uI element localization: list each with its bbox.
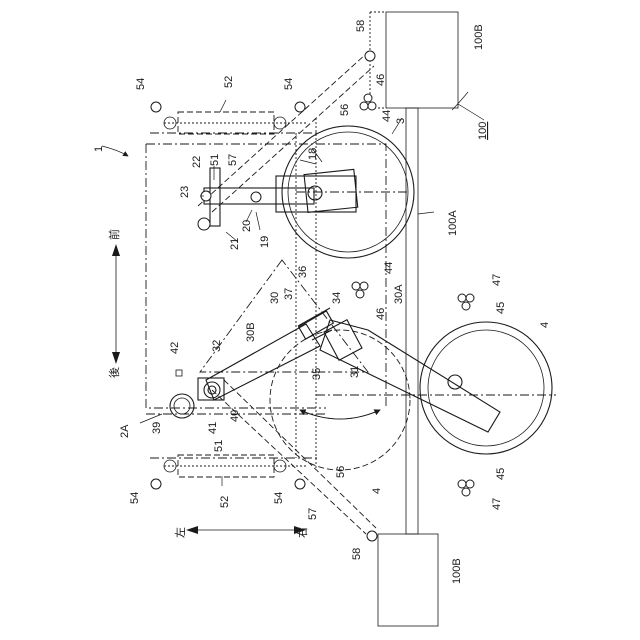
- label-3: 3: [395, 118, 407, 124]
- triangle-guide: [200, 260, 368, 372]
- label-4-right: 4: [539, 322, 551, 328]
- label-45-bottom: 45: [495, 468, 507, 480]
- wheel-3: [276, 126, 414, 258]
- arm-57-bottom: [212, 380, 377, 541]
- label-100B-bottom: 100B: [451, 558, 463, 584]
- label-44-top: 44: [381, 110, 393, 122]
- label-19: 19: [259, 236, 271, 248]
- lever-30A: [320, 320, 500, 432]
- label-57-bottom: 57: [307, 508, 319, 520]
- label-58-top: 58: [355, 20, 367, 32]
- label-54-c: 54: [129, 492, 141, 504]
- label-47-top: 47: [491, 274, 503, 286]
- label-2A: 2A: [119, 424, 131, 438]
- label-54-a: 54: [135, 78, 147, 90]
- rail-100A: [406, 108, 418, 534]
- label-51-top: 51: [209, 154, 221, 166]
- label-44-mid: 44: [383, 262, 395, 274]
- direction-right: 右: [295, 527, 309, 538]
- ball-cluster: [352, 94, 474, 496]
- label-58-bottom: 58: [351, 548, 363, 560]
- direction-left: 左: [174, 527, 187, 538]
- label-37: 37: [283, 288, 295, 300]
- lever-30B: [198, 308, 333, 400]
- track-52-top: [164, 112, 308, 134]
- label-45-top: 45: [495, 302, 507, 314]
- label-56-top: 56: [339, 104, 351, 116]
- label-41: 41: [207, 422, 219, 434]
- label-54-d: 54: [273, 492, 285, 504]
- label-30B: 30B: [245, 322, 257, 342]
- label-4-center: 4: [371, 488, 383, 494]
- label-1: 1: [93, 146, 105, 152]
- direction-front: 前: [107, 229, 121, 240]
- direction-arrow-left-right: [186, 526, 306, 534]
- label-46-top: 46: [375, 74, 387, 86]
- label-57-top: 57: [227, 154, 239, 166]
- label-54-b: 54: [283, 78, 295, 90]
- label-23: 23: [179, 186, 191, 198]
- label-100B-top: 100B: [473, 24, 485, 50]
- label-21: 21: [229, 238, 241, 250]
- winch-assembly: [198, 168, 314, 230]
- label-30: 30: [269, 292, 281, 304]
- label-34: 34: [331, 292, 343, 304]
- label-46-mid: 46: [375, 308, 387, 320]
- label-52-top: 52: [223, 76, 235, 88]
- wheel-4-center: [270, 330, 410, 470]
- label-42: 42: [169, 342, 181, 354]
- label-31: 31: [349, 366, 361, 378]
- base-block-bottom: [378, 534, 438, 626]
- label-51-bottom: 51: [213, 440, 225, 452]
- wheel-4-right: [316, 322, 556, 454]
- label-22: 22: [191, 156, 203, 168]
- roller-39: [170, 370, 194, 418]
- label-20: 20: [241, 220, 253, 232]
- label-52-bottom: 52: [219, 496, 231, 508]
- label-40: 40: [229, 410, 241, 422]
- label-47-bottom: 47: [491, 498, 503, 510]
- label-30A: 30A: [393, 284, 405, 304]
- direction-arrow-front-rear: [112, 244, 120, 364]
- label-100: 100: [477, 122, 489, 140]
- reference-labels: 1 2A 3 4 4 18 19 20 21 22 23 30 30A 30B …: [93, 20, 551, 584]
- label-56-bottom: 56: [335, 466, 347, 478]
- label-39: 39: [151, 422, 163, 434]
- label-35: 35: [311, 368, 323, 380]
- label-100A: 100A: [447, 210, 459, 236]
- base-block-top: [370, 12, 458, 108]
- label-18: 18: [307, 148, 319, 160]
- label-36: 36: [297, 266, 309, 278]
- frame-outline: [146, 118, 386, 470]
- direction-rear: 後: [107, 367, 121, 378]
- label-32: 32: [211, 340, 223, 352]
